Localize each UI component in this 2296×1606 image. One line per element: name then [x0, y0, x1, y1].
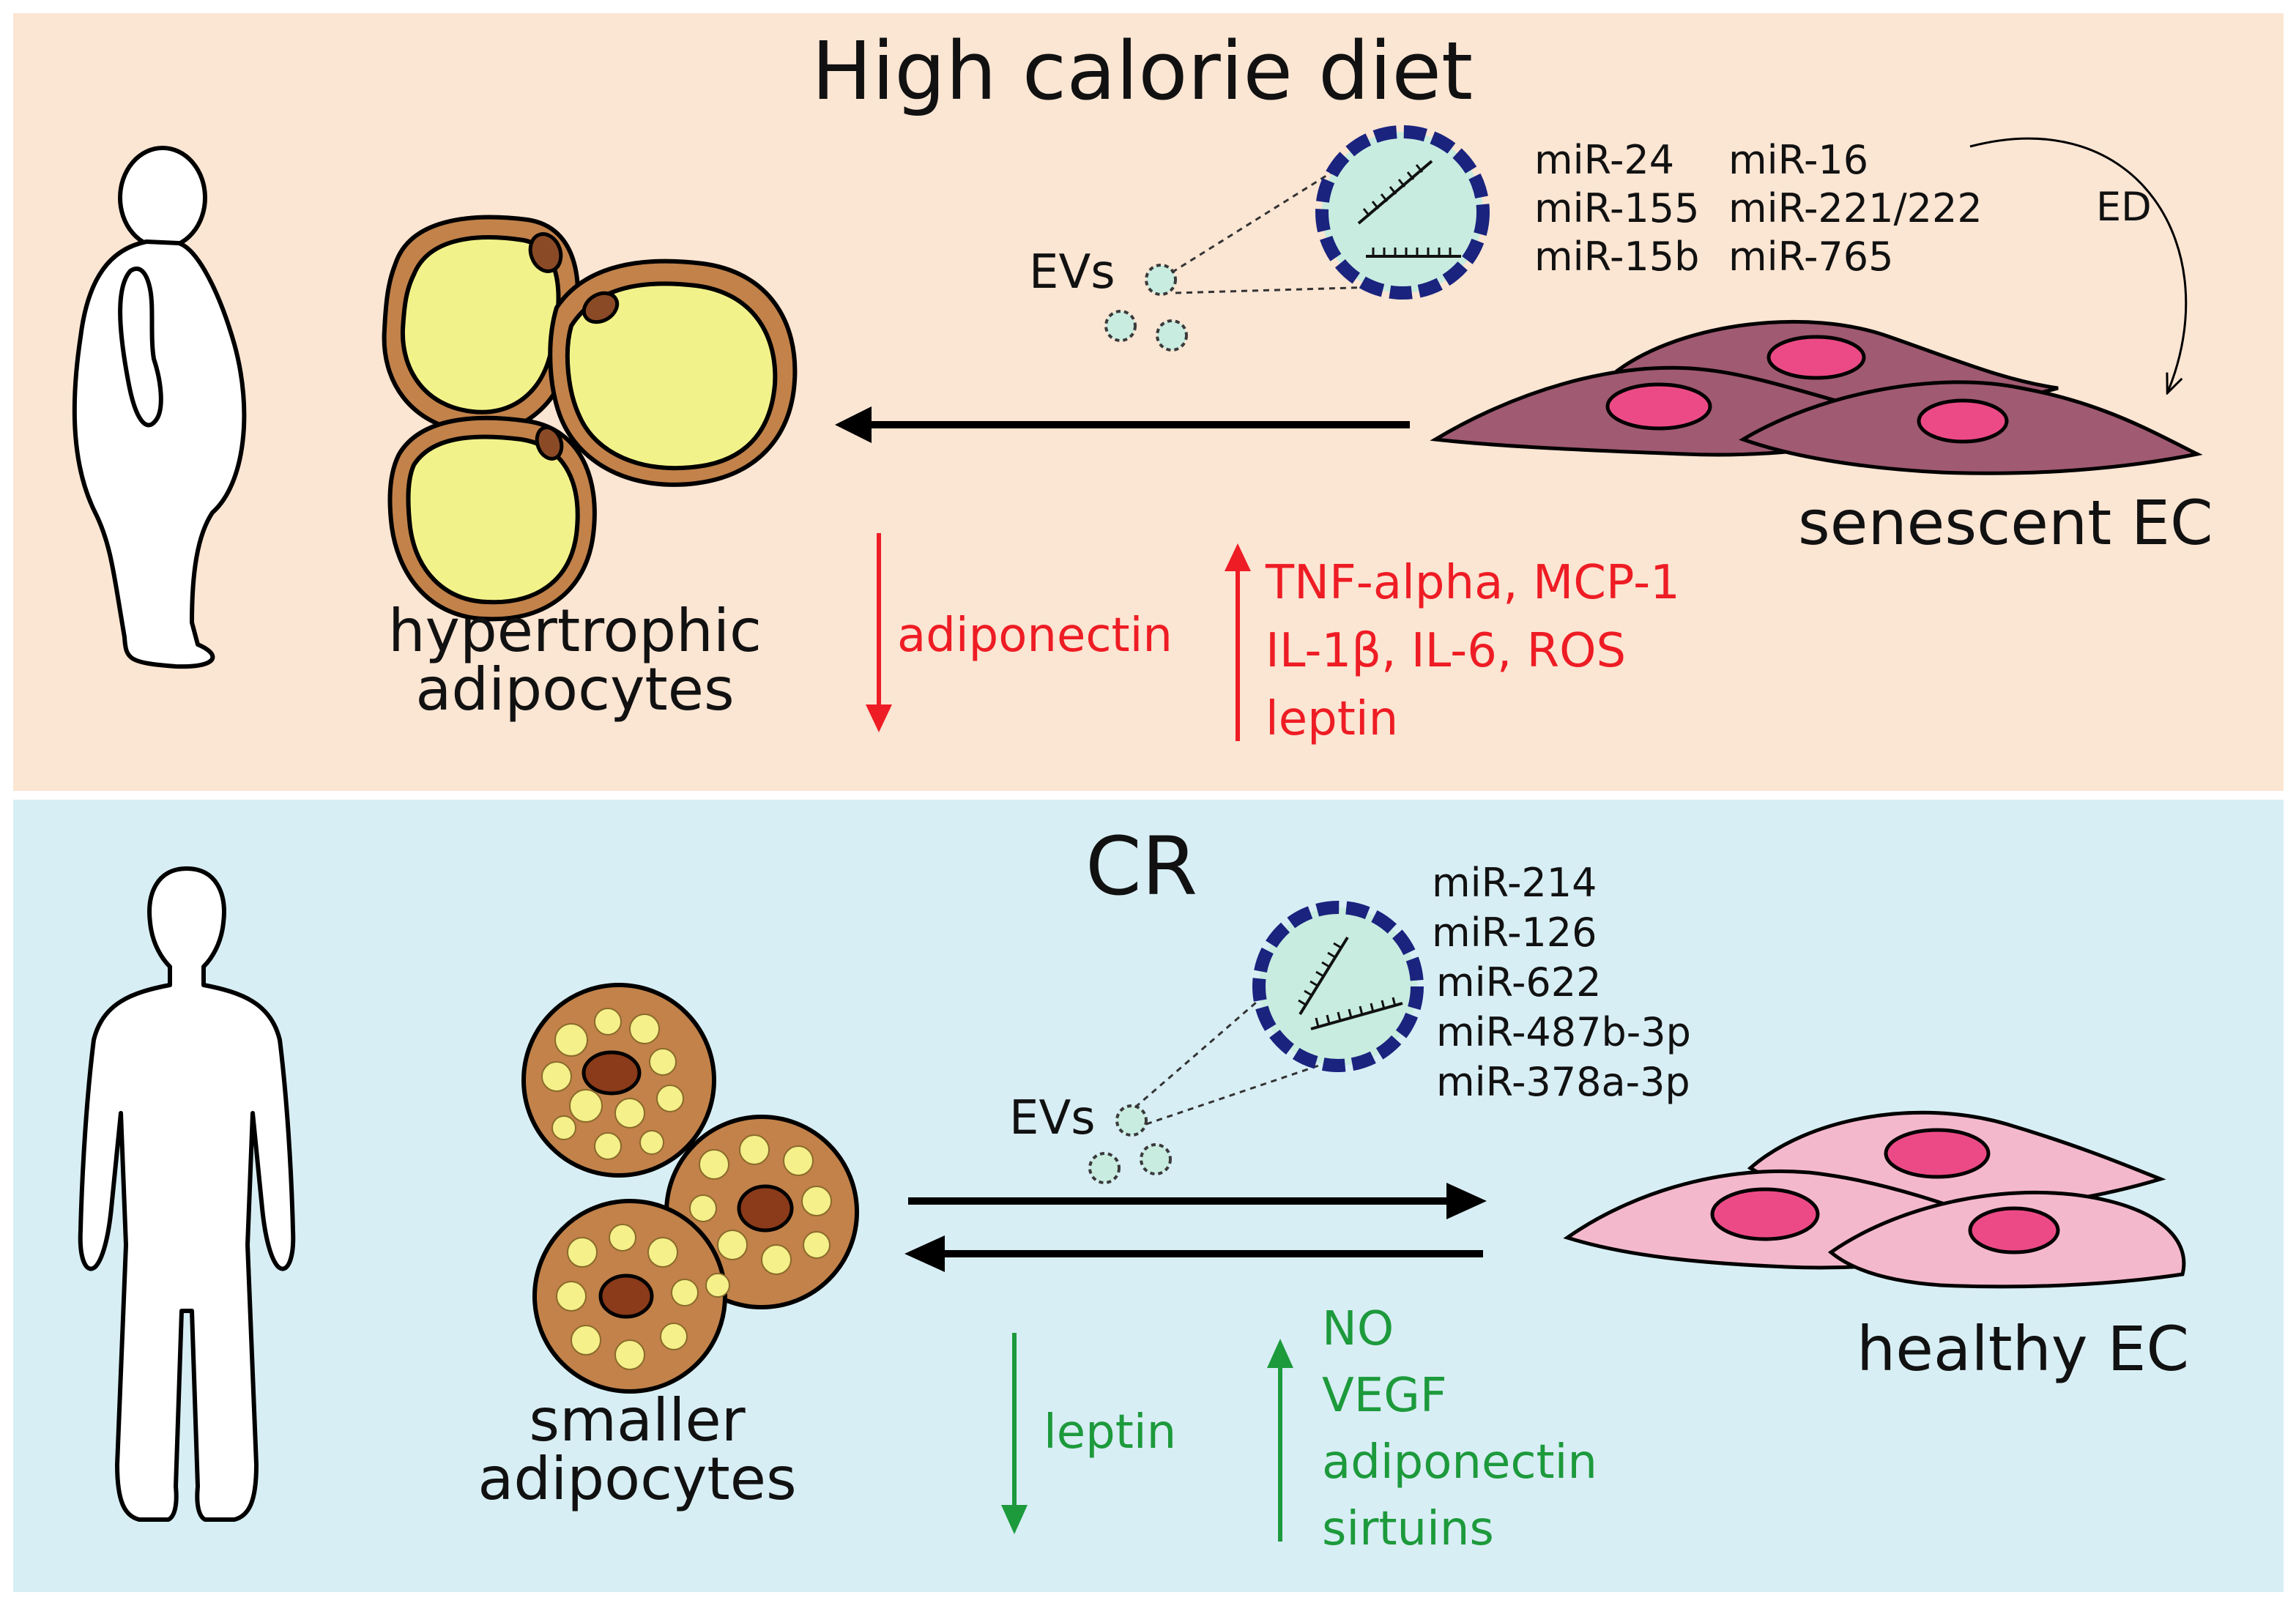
down-factors-bottom: leptin	[1044, 1399, 1176, 1467]
factor-item: adiponectin	[897, 609, 1173, 663]
ev-label: EVs	[1029, 245, 1115, 300]
mirna-item: miR-378a-3p	[1436, 1059, 1690, 1106]
bottom-panel-title: CR	[1085, 819, 1198, 913]
hypertrophic-adipocytes-icon	[382, 215, 798, 622]
top-panel-title: High calorie diet	[811, 24, 1474, 118]
extracellular-vesicles-icon	[1104, 264, 1188, 352]
healthy-endothelial-cells-icon	[1563, 1110, 2186, 1289]
factor-item: NO	[1322, 1302, 1394, 1356]
adipocyte-label-line1: smaller	[529, 1386, 746, 1454]
factor-item: adiponectin	[1322, 1435, 1597, 1490]
smaller-adipocytes-label: smaller adipocytes	[432, 1391, 842, 1509]
mirna-list-bottom: miR-214 miR-126 miR-622 miR-487b-3p miR-…	[1432, 858, 1691, 1107]
vesicle-mirna-icon	[1315, 125, 1490, 300]
factor-item: sirtuins	[1322, 1501, 1494, 1556]
mirna-item: miR-622	[1436, 959, 1602, 1006]
factor-item: VEGF	[1322, 1368, 1447, 1423]
ed-curved-arrow	[1969, 137, 2188, 392]
zoom-lines	[1171, 166, 1378, 294]
adipocyte-label-line2: adipocytes	[415, 655, 735, 724]
mirna-list-col2: miR-16 miR-221/222 miR-765	[1728, 136, 1983, 281]
down-factors-top: adiponectin	[897, 602, 1173, 670]
factor-item: leptin	[1044, 1405, 1177, 1460]
vesicle-mirna-icon	[1252, 901, 1424, 1072]
senescent-ec-label: senescent EC	[1798, 487, 2213, 559]
healthy-ec-label: healthy EC	[1857, 1313, 2190, 1385]
obese-person-icon	[72, 146, 247, 669]
hypertrophic-adipocytes-label: hypertrophic adipocytes	[370, 602, 780, 719]
person-icon	[78, 866, 296, 1522]
factor-item: IL-1β, IL-6, ROS	[1266, 623, 1627, 678]
mirna-item: miR-15b	[1534, 233, 1700, 280]
extracellular-vesicles-icon	[1088, 1104, 1172, 1184]
mirna-item: miR-155	[1534, 185, 1700, 231]
mirna-item: miR-16	[1728, 137, 1869, 183]
up-factors-bottom: NO VEGF adiponectin sirtuins	[1322, 1296, 1597, 1563]
mirna-list-col1: miR-24 miR-155 miR-15b	[1534, 136, 1700, 281]
factor-item: TNF-alpha, MCP-1	[1266, 556, 1680, 610]
mirna-item: miR-126	[1432, 910, 1597, 956]
mirna-item: miR-214	[1432, 860, 1597, 906]
mirna-item: miR-765	[1728, 233, 1894, 280]
smaller-adipocytes-icon	[521, 983, 859, 1394]
adipocyte-label-line1: hypertrophic	[387, 597, 762, 665]
factor-item: leptin	[1266, 691, 1399, 746]
mirna-item: miR-221/222	[1728, 185, 1983, 231]
ed-label: ED	[2096, 184, 2152, 230]
adipocyte-label-line2: adipocytes	[478, 1445, 797, 1513]
up-factors-top: TNF-alpha, MCP-1 IL-1β, IL-6, ROS leptin	[1266, 549, 1680, 753]
ev-label: EVs	[1009, 1091, 1096, 1145]
senescent-endothelial-cells-icon	[1430, 319, 2203, 475]
mirna-item: miR-487b-3p	[1436, 1009, 1691, 1056]
mirna-item: miR-24	[1534, 137, 1675, 183]
